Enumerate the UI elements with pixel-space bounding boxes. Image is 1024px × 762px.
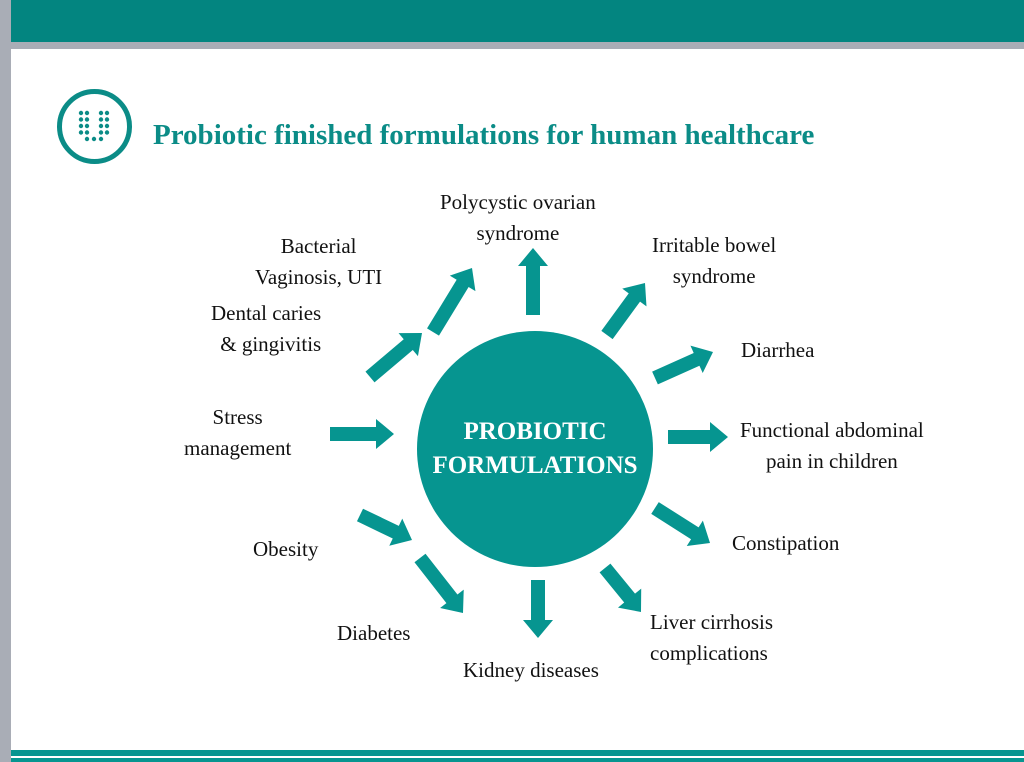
label-line: Vaginosis, UTI: [255, 265, 383, 289]
label-ibs: Irritable bowel syndrome: [652, 230, 776, 292]
label-line: management: [184, 436, 292, 460]
label-kidney: Kidney diseases: [463, 655, 599, 686]
label-line: complications: [650, 641, 768, 665]
label-diabetes: Diabetes: [337, 618, 410, 649]
logo-icon: [57, 89, 132, 164]
arrow-liver: [599, 563, 642, 612]
label-line: Diarrhea: [741, 338, 815, 362]
label-line: Irritable bowel: [652, 233, 777, 257]
slide-title: Probiotic finished formulations for huma…: [153, 119, 815, 151]
label-line: Obesity: [253, 537, 319, 561]
label-line: syndrome: [672, 264, 756, 288]
label-line: Dental caries: [211, 301, 322, 325]
arrow-stress: [330, 419, 394, 449]
label-line: Bacterial: [280, 234, 357, 258]
center-circle: PROBIOTIC FORMULATIONS: [417, 331, 653, 567]
center-line-1: PROBIOTIC: [463, 418, 607, 445]
center-line-2: FORMULATIONS: [432, 452, 638, 479]
label-diarrhea: Diarrhea: [741, 335, 814, 366]
label-line: Constipation: [732, 531, 840, 555]
arrow-ibs: [601, 283, 647, 340]
arrow-diabetes: [414, 553, 464, 613]
label-line: & gingivitis: [220, 332, 322, 356]
footer-line: [11, 758, 1024, 762]
arrow-kidney: [523, 580, 553, 638]
label-line: Stress: [212, 405, 263, 429]
label-line: pain in children: [765, 449, 898, 473]
label-obesity: Obesity: [253, 534, 318, 565]
label-stress: Stress management: [184, 402, 291, 464]
label-pcos: Polycystic ovarian syndrome: [440, 187, 596, 249]
label-line: syndrome: [476, 221, 560, 245]
label-liver: Liver cirrhosis complications: [650, 607, 773, 669]
arrow-diarrhea: [652, 345, 713, 385]
arrow-fap: [668, 422, 728, 452]
arrow-constipation: [651, 502, 710, 546]
left-border: [0, 0, 11, 762]
label-fap: Functional abdominal pain in children: [740, 415, 924, 477]
label-line: Functional abdominal: [740, 418, 924, 442]
label-line: Liver cirrhosis: [650, 610, 774, 634]
label-line: Kidney diseases: [463, 658, 599, 682]
label-line: Diabetes: [337, 621, 411, 645]
label-dental: Dental caries & gingivitis: [211, 298, 321, 360]
label-constipation: Constipation: [732, 528, 839, 559]
arrow-pcos: [518, 248, 548, 315]
arrow-bv: [427, 268, 476, 336]
header-divider: [11, 42, 1024, 49]
arrow-obesity: [356, 508, 412, 546]
footer-line: [11, 750, 1024, 756]
label-line: Polycystic ovarian: [440, 190, 596, 214]
header-bar: [11, 0, 1024, 42]
arrow-dental: [365, 333, 422, 383]
